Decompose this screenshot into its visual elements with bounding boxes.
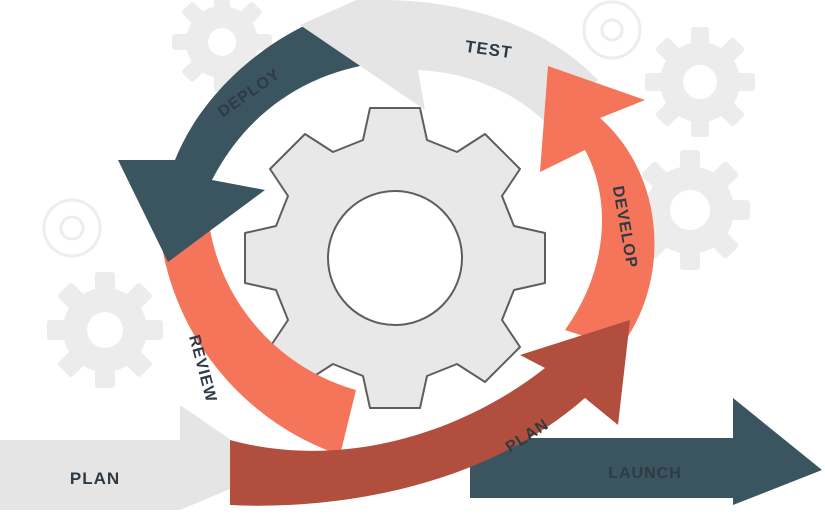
develop-arrow: [540, 66, 655, 348]
review-arc: [158, 210, 356, 455]
plan-arc-arrow: [230, 320, 630, 506]
faint-gear-icon: [582, 0, 642, 60]
faint-gear-icon: [645, 27, 755, 137]
faint-gear-icon: [42, 198, 102, 258]
deploy-arrow: [118, 5, 385, 262]
plan-entry-label: PLAN: [70, 469, 120, 488]
plan-entry-arrow: [0, 405, 275, 510]
launch-arrow: [470, 398, 822, 505]
faint-gear-icon: [630, 150, 750, 270]
launch-label: LAUNCH: [608, 465, 682, 482]
test-arrow: [300, 0, 598, 125]
faint-gear-icon: [172, 0, 272, 92]
background-gears: [42, 0, 755, 388]
central-gear-icon: [244, 107, 546, 409]
faint-gear-icon: [47, 272, 163, 388]
